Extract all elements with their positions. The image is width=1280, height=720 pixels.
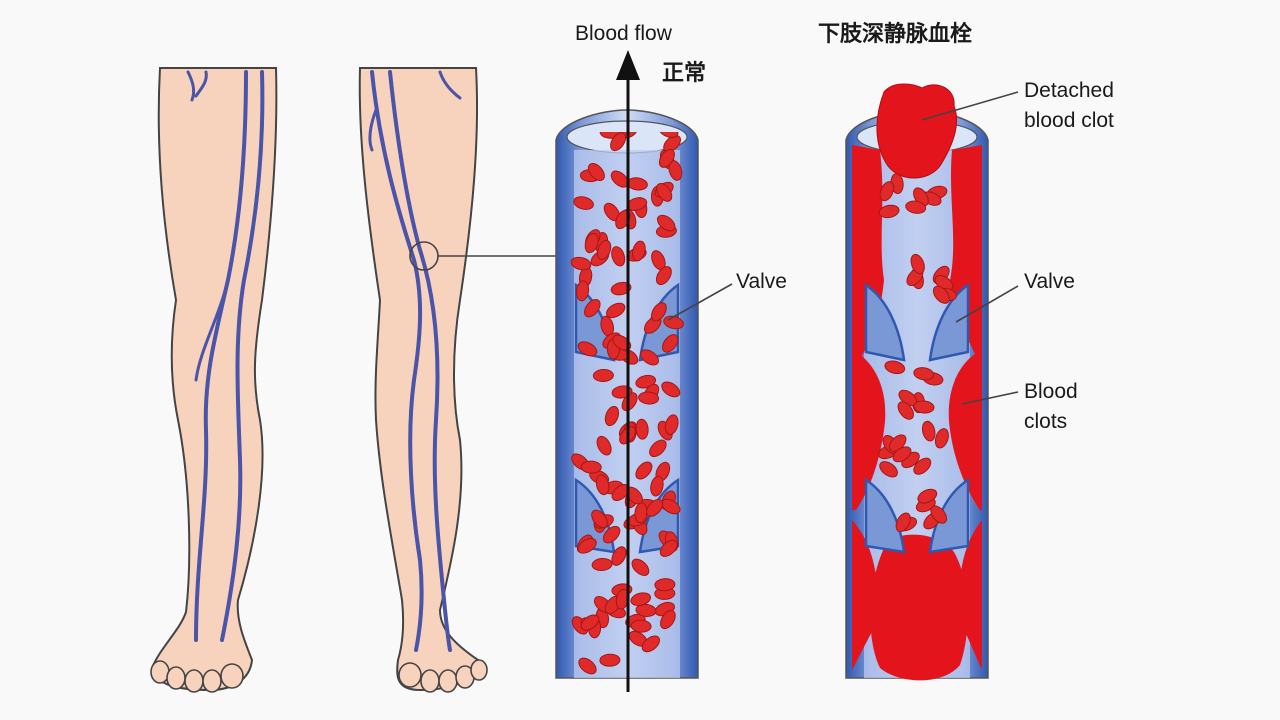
red-blood-cell-10 xyxy=(606,302,626,319)
red-blood-cell-20 xyxy=(604,405,619,427)
red-blood-cell-12 xyxy=(610,281,632,296)
red-blood-cell-112 xyxy=(664,414,679,435)
dvt-bottom-clot xyxy=(870,534,968,681)
detached-clot-label-line1: Detached xyxy=(1024,79,1114,102)
red-blood-cell-29 xyxy=(578,657,597,675)
valve-label-dvt: Valve xyxy=(1024,270,1075,293)
leg-left xyxy=(150,67,278,693)
leg-left-toes xyxy=(150,660,244,693)
blood-clots-label-line2: clots xyxy=(1024,410,1068,433)
red-blood-cell-79 xyxy=(584,232,599,254)
dvt-vessel xyxy=(845,83,989,681)
red-blood-cell-10 xyxy=(905,200,927,214)
dvt-blood-cells xyxy=(878,173,958,533)
red-blood-cell-118 xyxy=(658,148,675,168)
red-blood-cell-87 xyxy=(650,475,664,497)
red-blood-cell-54 xyxy=(640,349,659,366)
red-blood-cell-119 xyxy=(611,546,627,566)
red-blood-cell-100 xyxy=(655,266,672,286)
red-blood-cell-5 xyxy=(884,360,906,375)
red-blood-cell-3 xyxy=(921,420,936,442)
red-blood-cell-107 xyxy=(656,214,676,232)
dvt-valves xyxy=(864,282,970,554)
red-blood-cell-116 xyxy=(596,239,612,261)
normal-label: 正常 xyxy=(662,60,707,85)
red-blood-cell-85 xyxy=(659,539,678,557)
blood-flow-arrow xyxy=(616,50,640,692)
red-blood-cell-91 xyxy=(654,578,676,592)
red-blood-cell-12 xyxy=(913,400,935,414)
red-blood-cell-97 xyxy=(580,614,600,631)
red-blood-cell-2 xyxy=(602,525,621,544)
red-blood-cell-25 xyxy=(596,435,612,456)
red-blood-cell-63 xyxy=(575,280,590,302)
red-blood-cell-1 xyxy=(934,428,949,449)
red-blood-cell-55 xyxy=(599,653,621,667)
red-blood-cell-51 xyxy=(611,246,626,267)
red-blood-cell-74 xyxy=(592,368,614,383)
red-blood-cell-109 xyxy=(580,460,602,474)
red-blood-cell-7 xyxy=(913,367,935,381)
red-blood-cell-111 xyxy=(584,298,601,318)
red-blood-cell-68 xyxy=(663,134,681,153)
red-blood-cell-67 xyxy=(660,610,676,630)
red-blood-cell-28 xyxy=(577,341,598,357)
red-blood-cell-113 xyxy=(646,498,664,517)
dvt-title: 下肢深静脉血栓 xyxy=(818,21,973,46)
red-blood-cell-6 xyxy=(635,374,657,389)
red-blood-cell-15 xyxy=(897,401,914,420)
red-blood-cell-34 xyxy=(570,256,592,271)
leg-left-veins xyxy=(186,70,265,642)
red-blood-cell-64 xyxy=(591,509,608,529)
red-blood-cell-11 xyxy=(879,461,898,478)
dvt-wall-clots xyxy=(852,145,982,681)
red-blood-cell-77 xyxy=(591,557,613,572)
leg-right-outline xyxy=(358,67,480,692)
red-blood-cell-105 xyxy=(658,132,679,138)
red-blood-cell-59 xyxy=(661,381,681,398)
red-blood-cell-11 xyxy=(879,181,895,202)
leg-right xyxy=(358,67,556,693)
red-blood-cell-3 xyxy=(930,505,948,524)
red-blood-cell-104 xyxy=(656,183,673,202)
red-blood-cell-80 xyxy=(587,162,605,182)
red-blood-cell-56 xyxy=(630,592,651,607)
valve-label-normal: Valve xyxy=(736,270,787,293)
red-blood-cell-13 xyxy=(910,253,925,275)
red-blood-cell-45 xyxy=(638,391,660,405)
red-blood-cell-4 xyxy=(917,488,938,504)
red-blood-cell-70 xyxy=(573,196,594,210)
detached-clot xyxy=(876,83,958,179)
red-blood-cell-65 xyxy=(595,474,610,496)
red-blood-cell-6 xyxy=(878,204,900,219)
red-blood-cell-24 xyxy=(662,334,679,353)
normal-vessel xyxy=(555,50,699,692)
red-blood-cell-117 xyxy=(631,558,650,576)
red-blood-cell-0 xyxy=(913,457,932,475)
red-blood-cell-90 xyxy=(635,461,653,480)
red-blood-cell-106 xyxy=(610,132,627,152)
red-blood-cell-5 xyxy=(895,512,911,533)
normal-blood-cells xyxy=(570,132,684,675)
leg-right-veins xyxy=(368,70,462,652)
blood-flow-label: Blood flow xyxy=(575,22,672,45)
red-blood-cell-47 xyxy=(635,603,657,617)
red-blood-cell-14 xyxy=(892,446,912,463)
red-blood-cell-81 xyxy=(635,418,649,440)
red-blood-cell-101 xyxy=(612,334,632,351)
detached-clot-label-line2: blood clot xyxy=(1024,109,1114,132)
red-blood-cell-103 xyxy=(651,302,667,322)
leg-left-outline xyxy=(150,67,278,692)
blood-clots-label-line1: Blood xyxy=(1024,380,1078,403)
red-blood-cell-40 xyxy=(630,619,652,633)
leader-lines xyxy=(667,91,1019,405)
leg-right-toes xyxy=(398,659,488,693)
red-blood-cell-7 xyxy=(932,285,950,304)
red-blood-cell-115 xyxy=(632,240,646,262)
red-blood-cell-95 xyxy=(641,635,661,653)
red-blood-cell-66 xyxy=(577,537,597,554)
red-blood-cell-110 xyxy=(649,439,667,458)
